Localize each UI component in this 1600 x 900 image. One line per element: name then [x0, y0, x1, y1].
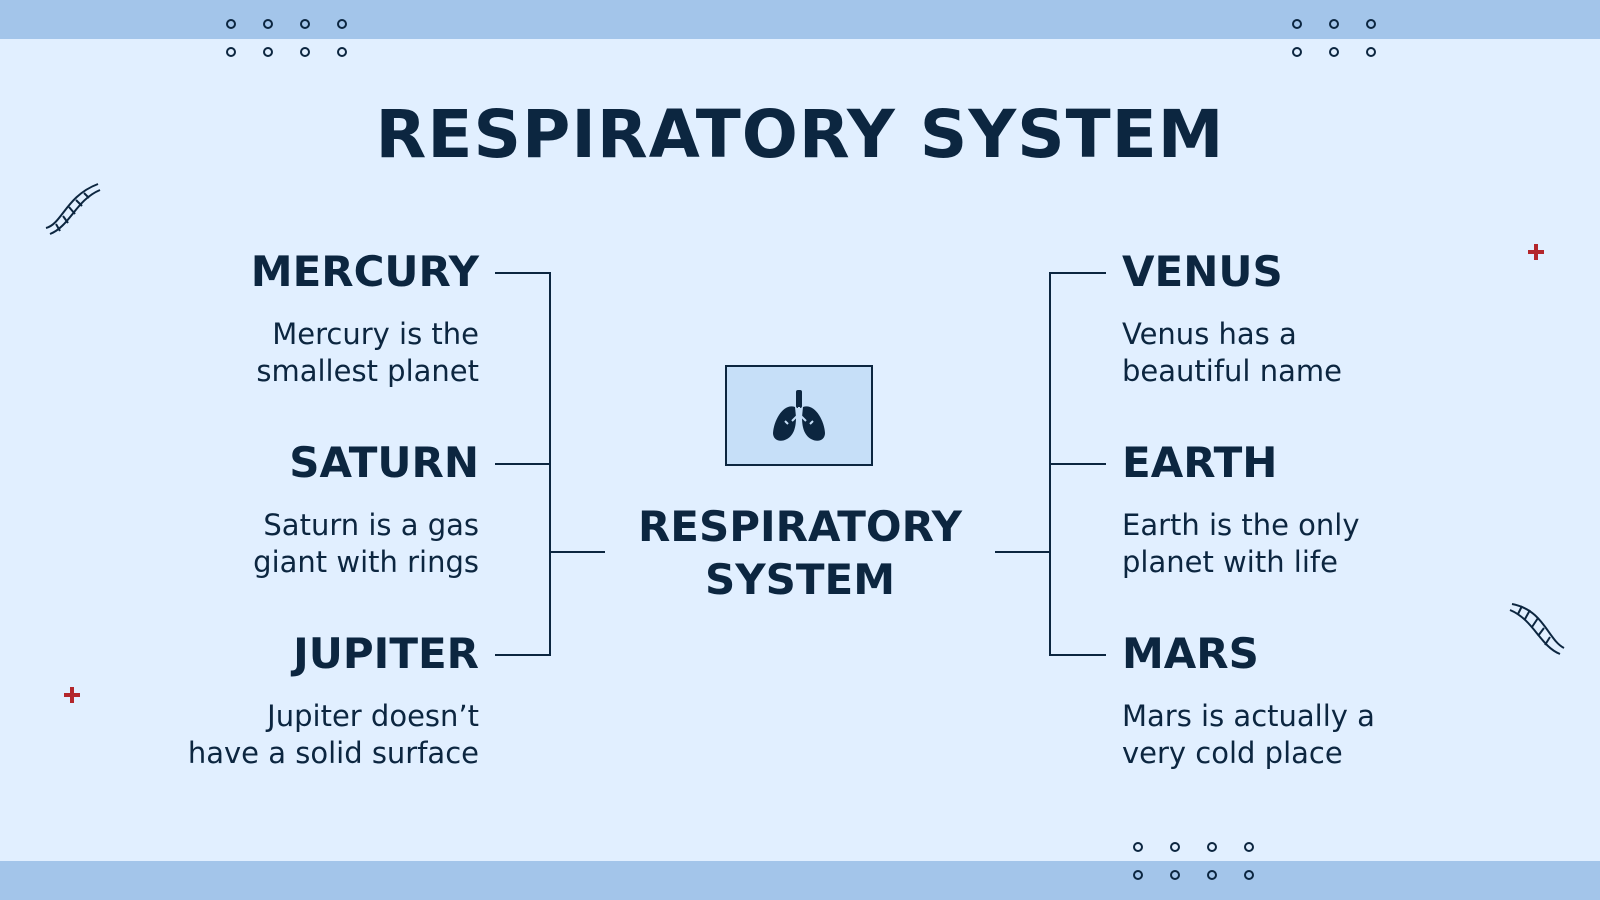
circle-dot [1366, 19, 1376, 29]
item-title-mercury: MERCURY [250, 247, 479, 296]
lungs-icon [773, 389, 825, 441]
bottom-band [0, 861, 1600, 900]
desc-line: planet with life [1122, 545, 1338, 579]
desc-line: Mars is actually a [1122, 699, 1375, 733]
item-title-mars: MARS [1122, 629, 1259, 678]
center-label-line: RESPIRATORY [637, 502, 963, 551]
circle-dot [1170, 870, 1180, 880]
circle-dot [1329, 47, 1339, 57]
circle-dot [1329, 19, 1339, 29]
dna-icon [45, 183, 101, 235]
circle-dot [337, 19, 347, 29]
circle-dot [300, 19, 310, 29]
circle-dot [226, 19, 236, 29]
desc-line: Jupiter doesn’t [267, 699, 479, 733]
item-title-venus: VENUS [1122, 247, 1283, 296]
item-desc-mars: Mars is actually a very cold place [1122, 698, 1482, 772]
circle-dot [1207, 842, 1217, 852]
item-desc-mercury: Mercury is the smallest planet [119, 316, 479, 390]
plus-icon [1528, 244, 1544, 260]
desc-line: Saturn is a gas [263, 508, 479, 542]
dna-icon [1509, 603, 1565, 655]
item-desc-venus: Venus has a beautiful name [1122, 316, 1482, 390]
item-title-earth: EARTH [1122, 438, 1278, 487]
circle-dot [1366, 47, 1376, 57]
desc-line: very cold place [1122, 736, 1343, 770]
circle-dot [263, 19, 273, 29]
desc-line: Venus has a [1122, 317, 1297, 351]
desc-line: beautiful name [1122, 354, 1342, 388]
circle-dot [1207, 870, 1217, 880]
item-desc-saturn: Saturn is a gas giant with rings [119, 507, 479, 581]
center-label-line: SYSTEM [704, 555, 896, 604]
desc-line: Earth is the only [1122, 508, 1360, 542]
circle-dot [1133, 842, 1143, 852]
circle-dot [1244, 870, 1254, 880]
circle-dot [226, 47, 236, 57]
center-icon-box [725, 365, 873, 466]
circle-dot [1170, 842, 1180, 852]
circle-dot [263, 47, 273, 57]
desc-line: smallest planet [256, 354, 479, 388]
page-title: RESPIRATORY SYSTEM [375, 96, 1225, 173]
desc-line: Mercury is the [272, 317, 479, 351]
circle-dot [1292, 19, 1302, 29]
center-label: RESPIRATORY SYSTEM [600, 500, 1000, 606]
circle-dot [1292, 47, 1302, 57]
desc-line: giant with rings [253, 545, 479, 579]
item-title-saturn: SATURN [289, 438, 479, 487]
circle-dot [1133, 870, 1143, 880]
circle-dot [300, 47, 310, 57]
item-desc-earth: Earth is the only planet with life [1122, 507, 1482, 581]
item-desc-jupiter: Jupiter doesn’t have a solid surface [119, 698, 479, 772]
desc-line: have a solid surface [187, 736, 479, 770]
plus-icon [64, 687, 80, 703]
item-title-jupiter: JUPITER [293, 629, 479, 678]
circle-dot [1244, 842, 1254, 852]
circle-dot [337, 47, 347, 57]
